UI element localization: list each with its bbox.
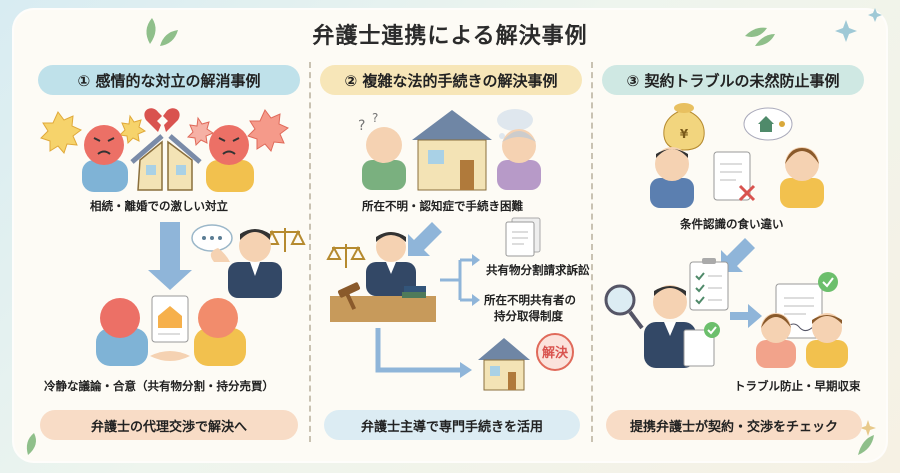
lawyer-icon	[210, 229, 282, 298]
client-man-icon	[650, 147, 694, 208]
sparkle-icon	[835, 8, 882, 436]
down-arrow-icon	[148, 222, 192, 290]
section-divider	[309, 62, 311, 442]
gavel-icon	[337, 282, 361, 310]
section-1-footer: 弁護士の代理交渉で解決へ	[40, 410, 298, 440]
section-3-prevention-label: トラブル防止・早期収束	[734, 379, 861, 393]
agreement-document-icon	[151, 295, 189, 343]
long-arrow-icon	[375, 328, 462, 373]
contract-cross-icon	[713, 151, 756, 202]
elderly-woman-icon	[497, 129, 541, 190]
resolved-badge-text: 解決	[541, 345, 569, 361]
question-person-icon: ? ?	[358, 111, 406, 190]
section-2-lawsuit-label: 共有物分割請求訴訟	[486, 263, 590, 277]
section-2-header: ② 複雑な法的手続きの解決事例	[320, 65, 582, 95]
svg-text:?: ?	[372, 111, 378, 125]
svg-text:?: ?	[358, 118, 365, 134]
section-3-footer: 提携弁護士が契約・交渉をチェック	[606, 410, 862, 440]
scales-icon	[326, 244, 366, 268]
leaf-decoration-icon	[26, 18, 874, 455]
branch-arrows-icon	[440, 254, 480, 306]
angry-burst-icon	[40, 109, 289, 154]
lawyer-desk-icon	[330, 232, 436, 322]
down-left-arrow-icon	[721, 238, 755, 272]
section-1-agreement-label: 冷静な議論・合意（共有物分割・持分売買）	[44, 379, 274, 393]
resolved-house-icon	[478, 338, 530, 391]
down-left-arrow-icon	[408, 222, 442, 256]
magnifier-icon	[604, 284, 644, 330]
handshake-person-left-icon	[96, 298, 148, 366]
section-divider	[591, 62, 593, 442]
split-house-icon	[130, 134, 202, 191]
happy-woman-icon	[756, 313, 796, 368]
client-woman-icon	[780, 147, 824, 208]
section-1-header: ① 感情的な対立の解消事例	[38, 65, 300, 95]
angry-person-right-icon	[206, 125, 254, 192]
right-arrow-icon	[730, 304, 762, 328]
handshake-person-right-icon	[150, 298, 246, 366]
section-2-system-label-line2: 持分取得制度	[494, 309, 563, 323]
document-stack-icon	[505, 217, 541, 257]
house-icon	[412, 110, 492, 191]
section-2-difficulty-label: 所在不明・認知症で手続き困難	[362, 199, 523, 213]
speech-bubble-icon	[191, 224, 233, 252]
checklist-icon	[689, 258, 729, 311]
arrow-head-icon	[460, 362, 472, 378]
page-title: 弁護士連携による解決事例	[312, 24, 588, 49]
section-1-conflict-label: 相続・離婚での激しい対立	[90, 199, 228, 213]
resolved-badge-circle	[536, 333, 574, 371]
section-3-header: ③ 契約トラブルの未然防止事例	[602, 65, 864, 95]
key-house-thought-icon	[743, 107, 793, 141]
happy-man-icon	[806, 313, 848, 368]
scales-icon	[264, 228, 306, 252]
reviewing-lawyer-icon	[644, 285, 720, 368]
money-bag-icon	[663, 103, 705, 151]
section-2-system-label-line1: 所在不明共有者の	[484, 293, 576, 307]
thought-cloud-icon	[497, 109, 533, 139]
angry-person-left-icon	[82, 125, 128, 192]
section-3-mismatch-label: 条件認識の食い違い	[680, 217, 784, 231]
section-2-footer: 弁護士主導で専門手続きを活用	[324, 410, 580, 440]
broken-heart-icon	[144, 108, 180, 132]
yen-symbol: ¥	[680, 127, 689, 141]
